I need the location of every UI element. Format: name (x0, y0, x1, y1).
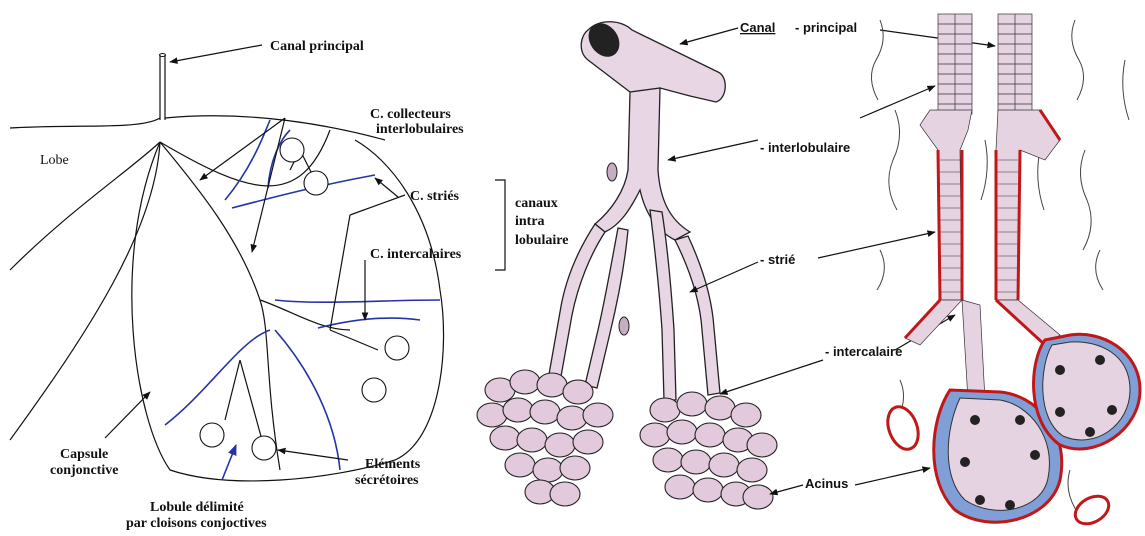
arrow-stries (375, 178, 398, 197)
label-lobe: Lobe (40, 153, 69, 168)
label-capsule-2: conjonctive (50, 463, 118, 478)
arrow-lobule (222, 445, 236, 480)
duct-side-branch (607, 163, 617, 181)
intercalated-branches (330, 195, 405, 350)
capsule-left (10, 142, 160, 440)
lobule-septum-line (160, 142, 280, 470)
lobule-outline (132, 140, 444, 481)
label-capsule-1: Capsule (60, 447, 108, 462)
label-lobule-1: Lobule délimité (150, 500, 244, 515)
duct-cut-end (619, 317, 629, 335)
lobe-border-left (10, 142, 160, 270)
label-acinus: Acinus (805, 476, 848, 491)
arrow-strie-right (818, 232, 935, 258)
arrow-canal-principal (170, 45, 262, 62)
secretory-element-1 (280, 138, 304, 162)
canaux-bracket (495, 180, 505, 270)
secretory-element-2 (304, 171, 328, 195)
label-collecteurs-1: C. collecteurs (370, 107, 451, 122)
secretory-element-5 (200, 423, 224, 447)
striated-duct-line (260, 300, 350, 330)
arrow-acinus-right (855, 468, 930, 485)
striated-duct-right-outer (675, 236, 720, 395)
label-interlobulaire: - interlobulaire (760, 140, 850, 155)
label-elements-2: sécrétoires (355, 473, 419, 488)
label-canal: Canal (740, 20, 775, 35)
label-strie: - strié (760, 252, 795, 267)
arrow-interlobulaire-right (860, 86, 935, 118)
arrow-capsule (105, 392, 150, 438)
acini-cluster-right (640, 392, 777, 509)
label-stries: C. striés (410, 189, 460, 204)
blue-septum-2 (232, 175, 375, 208)
secretory-element-3 (385, 336, 409, 360)
arrow-intercalaire-left (720, 360, 823, 394)
arrow-principal (880, 30, 995, 46)
main-duct-stub (160, 55, 165, 120)
arrow-canal (680, 28, 738, 44)
label-canaux-1: canaux (515, 196, 558, 211)
main-duct-histology (938, 14, 1032, 114)
lobe-border-top-right (165, 116, 385, 140)
acinus-histology (934, 334, 1140, 522)
label-elements-1: Eléments (365, 457, 421, 472)
arrow-acinus-left (770, 485, 803, 494)
label-canaux-2: intra (515, 214, 545, 229)
label-collecteurs-2: interlobulaires (376, 122, 464, 137)
label-intercalaire: - intercalaire (825, 344, 902, 359)
histology-section (871, 14, 1140, 529)
left-lobule-diagram: Canal principal Lobe C. collecteurs inte… (10, 39, 568, 531)
blood-vessel-1 (882, 403, 923, 454)
secretory-element-4 (362, 378, 386, 402)
lobe-border-top-left (10, 118, 160, 128)
striated-duct-histology (920, 110, 1060, 300)
blue-septum-4 (275, 300, 440, 302)
acini-cluster-left (477, 370, 613, 506)
label-intercalaires: C. intercalaires (370, 247, 462, 262)
label-principal: - principal (795, 20, 857, 35)
label-canal-principal: Canal principal (270, 39, 364, 54)
secretory-element-6 (252, 436, 276, 460)
blue-septum-1 (225, 120, 270, 200)
blood-vessel-2 (1070, 491, 1113, 530)
blue-septum-7 (275, 330, 340, 470)
arrow-interlobulaire-left (668, 140, 758, 160)
blue-septum-5 (318, 318, 420, 328)
label-canaux-3: lobulaire (515, 233, 568, 248)
label-lobule-2: par cloisons conjoctives (126, 516, 267, 531)
